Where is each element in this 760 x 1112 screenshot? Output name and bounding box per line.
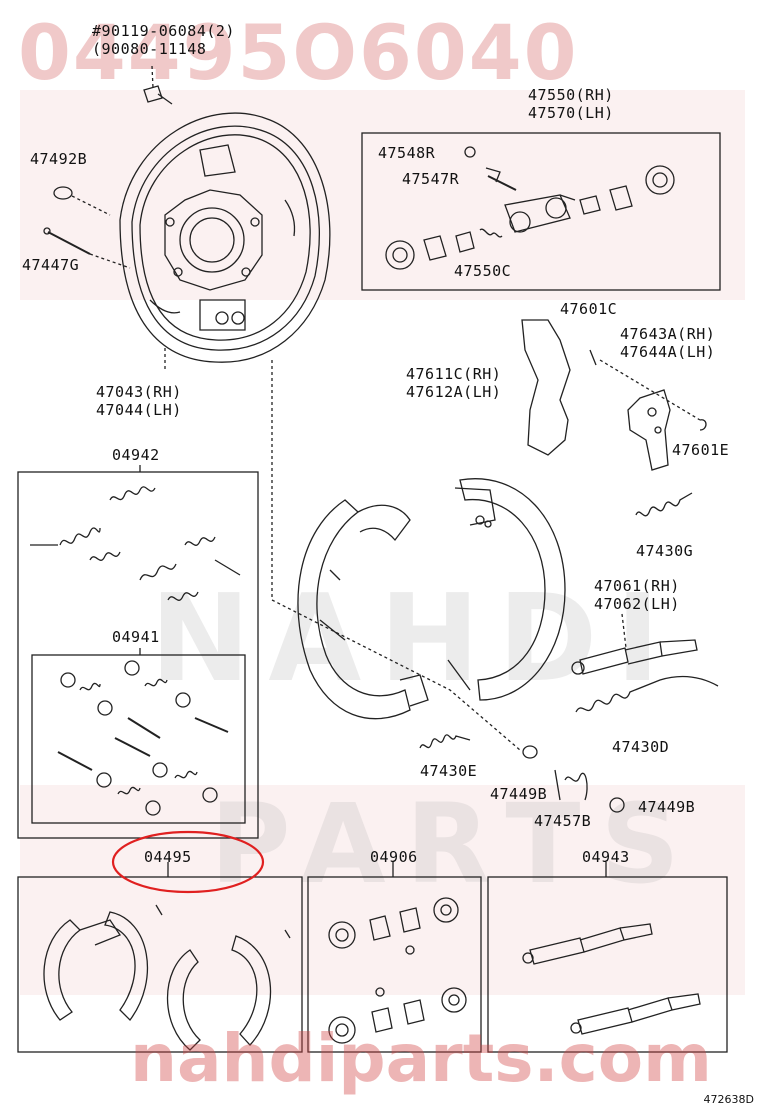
label-bolt-1: #90119-06084(2) xyxy=(92,22,235,40)
label-47612A: 47612A(LH) xyxy=(406,383,502,401)
label-47644A: 47644A(LH) xyxy=(620,343,716,361)
label-04941: 04941 xyxy=(112,628,160,646)
label-47550C: 47550C xyxy=(454,262,512,280)
adjuster-kit-drawing xyxy=(522,923,701,1035)
label-47550: 47550(RH) xyxy=(528,86,614,104)
highlight-ellipse xyxy=(111,830,265,894)
label-47043: 47043(RH) xyxy=(96,383,182,401)
brake-shoes-drawing xyxy=(297,478,566,720)
watermark-parts: PARTS xyxy=(210,780,700,908)
hardware-kit-drawing xyxy=(57,660,229,816)
label-47449B-1: 47449B xyxy=(490,785,548,803)
watermark-band xyxy=(20,785,745,995)
label-47447G: 47447G xyxy=(22,256,80,274)
watermark-part-number: 04495O6040 xyxy=(18,8,579,97)
label-47449B-2: 47449B xyxy=(638,798,696,816)
watermark-brand: NAHDI xyxy=(150,570,678,709)
label-47061: 47061(RH) xyxy=(594,577,680,595)
spring-kit-drawing xyxy=(30,486,241,601)
label-47044: 47044(LH) xyxy=(96,401,182,419)
label-04495: 04495 xyxy=(144,848,192,866)
label-47457B: 47457B xyxy=(534,812,592,830)
wheel-cylinder-drawing xyxy=(385,146,675,270)
bolt-drawing xyxy=(143,65,173,105)
label-47062: 47062(LH) xyxy=(594,595,680,613)
cylinder-kit-drawing xyxy=(328,897,467,1044)
lever-drawing xyxy=(521,319,707,471)
label-47570: 47570(LH) xyxy=(528,104,614,122)
label-bolt-2: (90080-11148 xyxy=(92,40,207,58)
label-47601E: 47601E xyxy=(672,441,730,459)
label-47430E: 47430E xyxy=(420,762,478,780)
watermark-band xyxy=(20,90,745,300)
label-47547R: 47547R xyxy=(402,170,460,188)
label-47643A: 47643A(RH) xyxy=(620,325,716,343)
label-47492B: 47492B xyxy=(30,150,88,168)
shoe-set-drawing xyxy=(43,904,291,1051)
label-04943: 04943 xyxy=(582,848,630,866)
watermark-site: nahdiparts.com xyxy=(130,1020,712,1097)
label-47601C: 47601C xyxy=(560,300,618,318)
backing-plate-drawing xyxy=(119,112,331,363)
label-47611C: 47611C(RH) xyxy=(406,365,502,383)
label-04906: 04906 xyxy=(370,848,418,866)
label-47430D: 47430D xyxy=(612,738,670,756)
label-47430G: 47430G xyxy=(636,542,694,560)
label-04942: 04942 xyxy=(112,446,160,464)
adjuster-drawing xyxy=(571,613,698,675)
reference-code: 472638D xyxy=(703,1093,754,1106)
label-47548R: 47548R xyxy=(378,144,436,162)
